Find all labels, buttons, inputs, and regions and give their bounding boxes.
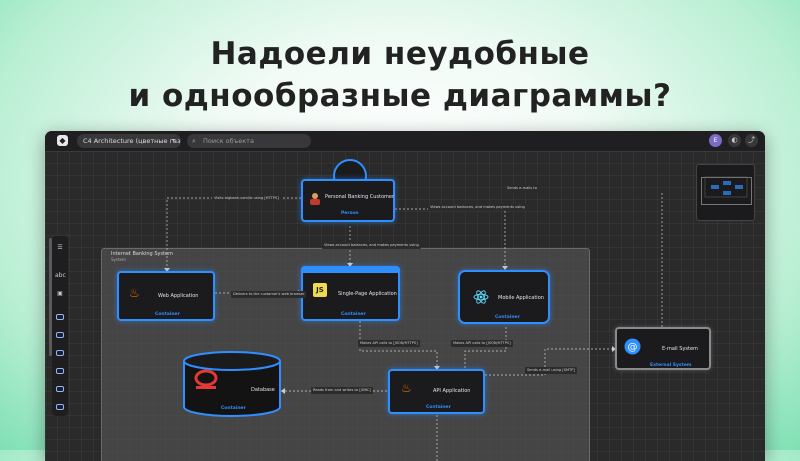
customer-type: Person — [341, 211, 359, 216]
shape-toolbar: ☰ abc ▣ — [52, 236, 68, 416]
edge-label-views-mobile: Views account balances, and makes paymen… — [428, 204, 527, 211]
customer-title: Personal Banking Customer — [325, 194, 395, 200]
image-tool-icon[interactable]: ▣ — [57, 290, 63, 297]
app-logo-icon[interactable]: ◆ — [57, 135, 68, 146]
mobile-card[interactable] — [458, 270, 550, 324]
edge-label-db: Reads from and writes to [JDBC] — [311, 387, 373, 394]
api-card[interactable] — [388, 369, 485, 414]
java-icon: ♨ — [401, 381, 412, 395]
system-boundary-name: Internet Banking System — [111, 251, 173, 257]
java-icon: ♨ — [129, 286, 140, 300]
menu-icon[interactable]: ☰ — [57, 244, 63, 251]
email-at-icon: @ — [624, 338, 641, 355]
email-title: E-mail System — [662, 346, 698, 352]
spa-title: Single-Page Application — [338, 291, 397, 297]
oracle-icon — [194, 369, 218, 389]
component-shape-icon[interactable] — [56, 332, 64, 338]
edge-label-api-mobile: Makes API calls to [JSON/HTTPS] — [451, 340, 513, 347]
share-icon[interactable]: ⤴ — [745, 134, 758, 147]
left-scrollbar[interactable] — [49, 238, 52, 356]
top-toolbar: ◆ C4 Architecture (цветные газе... ▾ ⌕ П… — [45, 131, 765, 152]
edge-label-delivers: Delivers to the customer's web browser — [231, 291, 307, 298]
minimap-viewport[interactable] — [701, 177, 752, 205]
minimap-preview — [704, 176, 748, 198]
headline-line-1: Надоели неудобные — [210, 36, 590, 72]
database-type: Container — [221, 406, 246, 411]
document-title-dropdown[interactable]: C4 Architecture (цветные газе... ▾ — [77, 134, 181, 148]
javascript-icon: JS — [313, 283, 327, 297]
document-title: C4 Architecture (цветные газе... — [83, 137, 181, 145]
web-app-card[interactable] — [117, 271, 215, 321]
system-boundary-type: System — [111, 257, 126, 262]
search-icon: ⌕ — [192, 137, 196, 145]
boundary-shape-icon[interactable] — [56, 386, 64, 392]
diagram-app-window: ◆ C4 Architecture (цветные газе... ▾ ⌕ П… — [45, 131, 765, 461]
avatar[interactable]: E — [709, 134, 722, 147]
person-shape-icon[interactable] — [56, 350, 64, 356]
chevron-down-icon: ▾ — [171, 137, 175, 144]
svg-text:@: @ — [628, 342, 638, 353]
web-app-title: Web Application — [158, 293, 199, 299]
mobile-type: Container — [495, 315, 520, 320]
mobile-title: Mobile Application — [498, 295, 544, 301]
email-type: External System — [650, 363, 692, 368]
api-title: API Application — [433, 388, 471, 394]
edge-label-sends-email: Sends e-mails to — [505, 185, 539, 192]
theme-toggle-icon[interactable]: ◐ — [728, 134, 741, 147]
database-cylinder[interactable] — [182, 351, 282, 419]
database-shape-icon[interactable] — [56, 404, 64, 410]
edge-label-smtp: Sends e-mail using [SMTP] — [525, 367, 577, 374]
search-input[interactable]: ⌕ Поиск объекта — [187, 134, 311, 148]
web-app-type: Container — [155, 312, 180, 317]
edge-label-views-spa: Views account balances, and makes paymen… — [322, 242, 421, 249]
container-shape-icon[interactable] — [56, 314, 64, 320]
edge-label-api-spa: Makes API calls to [JSON/HTTPS] — [358, 340, 420, 347]
spa-browser-bar — [303, 268, 398, 273]
spa-type: Container — [341, 312, 366, 317]
api-type: Container — [426, 405, 451, 410]
search-placeholder: Поиск объекта — [203, 137, 254, 145]
minimap[interactable] — [696, 164, 755, 221]
database-title: Database — [251, 387, 275, 393]
user-avatar-icon — [310, 193, 320, 205]
react-icon — [473, 290, 489, 304]
headline-line-2: и однообразные диаграммы? — [128, 78, 672, 114]
system-shape-icon[interactable] — [56, 368, 64, 374]
edge-label-visits: Visits bigbank.com/ib using [HTTPS] — [212, 195, 281, 202]
text-tool[interactable]: abc — [55, 272, 66, 279]
